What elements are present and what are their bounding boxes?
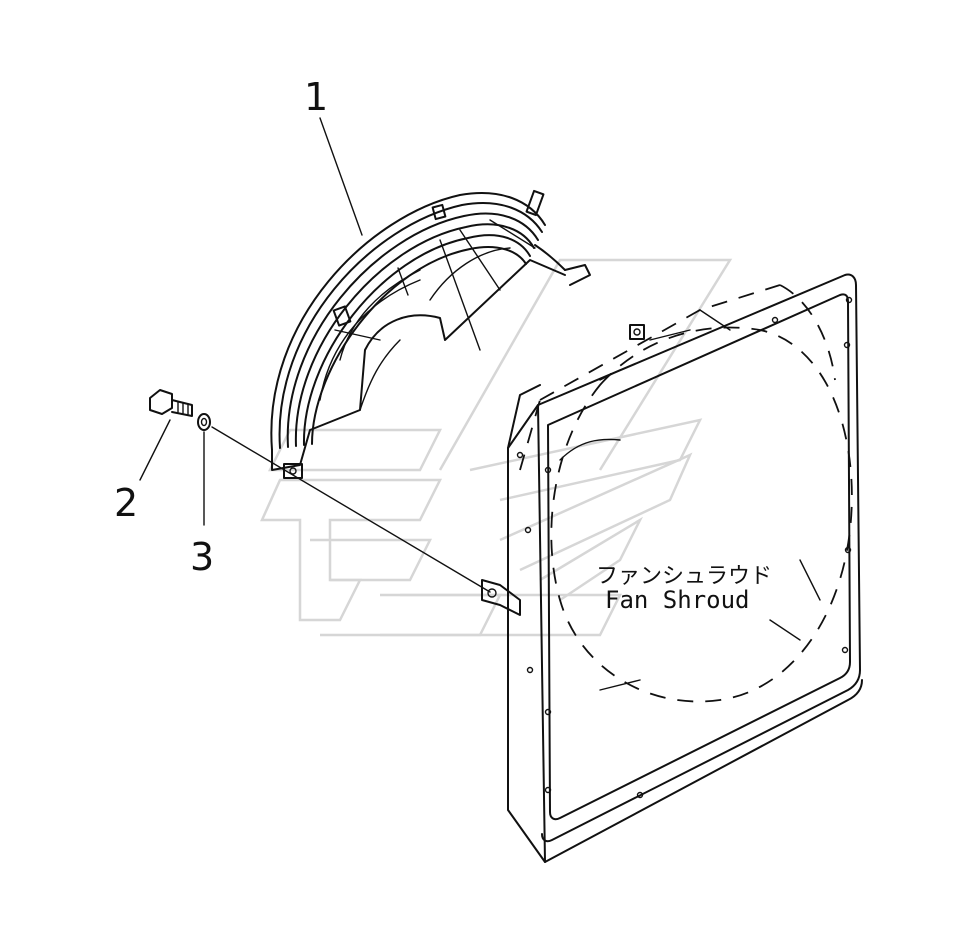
fan-guard-part bbox=[270, 189, 591, 479]
fan-shroud-part bbox=[481, 273, 863, 863]
watermark-logo bbox=[260, 258, 733, 637]
fan-shroud-label-english: Fan Shroud bbox=[605, 586, 750, 614]
callout-1: 1 bbox=[304, 75, 328, 119]
assembly-line bbox=[211, 426, 491, 593]
fan-shroud-label-japanese: ファンシュラウド bbox=[596, 564, 772, 589]
washer-part bbox=[197, 413, 211, 431]
callout-2: 2 bbox=[114, 481, 138, 525]
leader-line-1 bbox=[319, 117, 363, 236]
bolt-part bbox=[149, 389, 193, 417]
callout-3: 3 bbox=[190, 535, 214, 579]
leader-line-2 bbox=[139, 419, 171, 481]
